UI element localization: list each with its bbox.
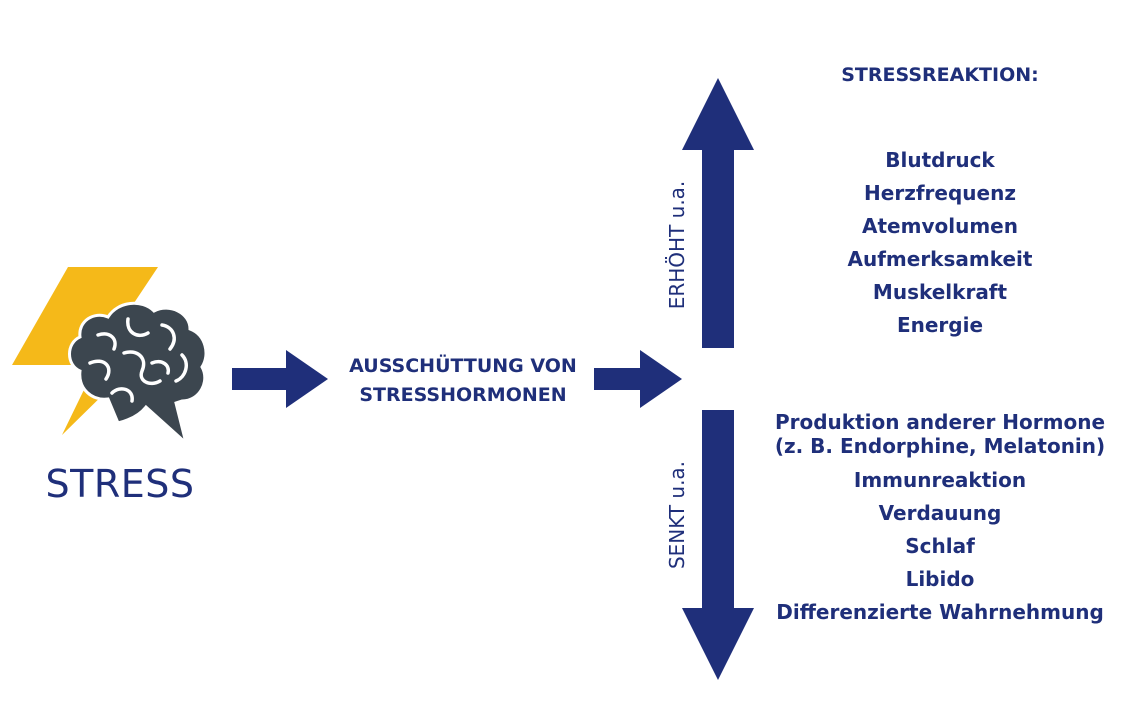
stress-icon-group [12,267,208,448]
arrow-right-icon-1 [232,350,328,408]
decreases-list: Produktion anderer Hormone (z. B. Endorp… [755,410,1125,629]
hormone-release-line-2: STRESSHORMONEN [359,384,567,406]
decreases-item: Schlaf [905,534,975,558]
arrow-up-icon [682,78,754,348]
increases-item: Energie [896,313,984,337]
decreases-item: Differenzierte Wahrnehmung [776,600,1104,624]
decreases-item: Libido [905,567,975,591]
decreases-item: Immunreaktion [853,468,1027,492]
increases-item: Herzfrequenz [864,181,1016,205]
decreases-item-line-1: Produktion anderer Hormone [774,410,1106,434]
reaction-title: STRESSREAKTION: [841,64,1039,86]
hormone-release-line-1: AUSSCHÜTTUNG VON [349,355,577,377]
increases-item: Blutdruck [885,148,995,172]
increases-item: Atemvolumen [862,214,1018,238]
brain-folds [88,317,188,403]
hormone-release-label: AUSSCHÜTTUNG VON STRESSHORMONEN [318,352,608,410]
decreases-item-line-2: (z. B. Endorphine, Melatonin) [774,434,1106,458]
arrow-down-icon [682,410,754,680]
increases-item: Muskelkraft [872,280,1008,304]
stress-label: STRESS [45,462,195,506]
decreases-item: Verdauung [878,501,1002,525]
decreases-item: Produktion anderer Hormone (z. B. Endorp… [755,410,1125,458]
arrow-right-icon-2 [594,350,682,408]
increases-item: Aufmerksamkeit [847,247,1033,271]
increases-list: Blutdruck Herzfrequenz Atemvolumen Aufme… [755,144,1125,342]
brain-icon [68,301,208,448]
